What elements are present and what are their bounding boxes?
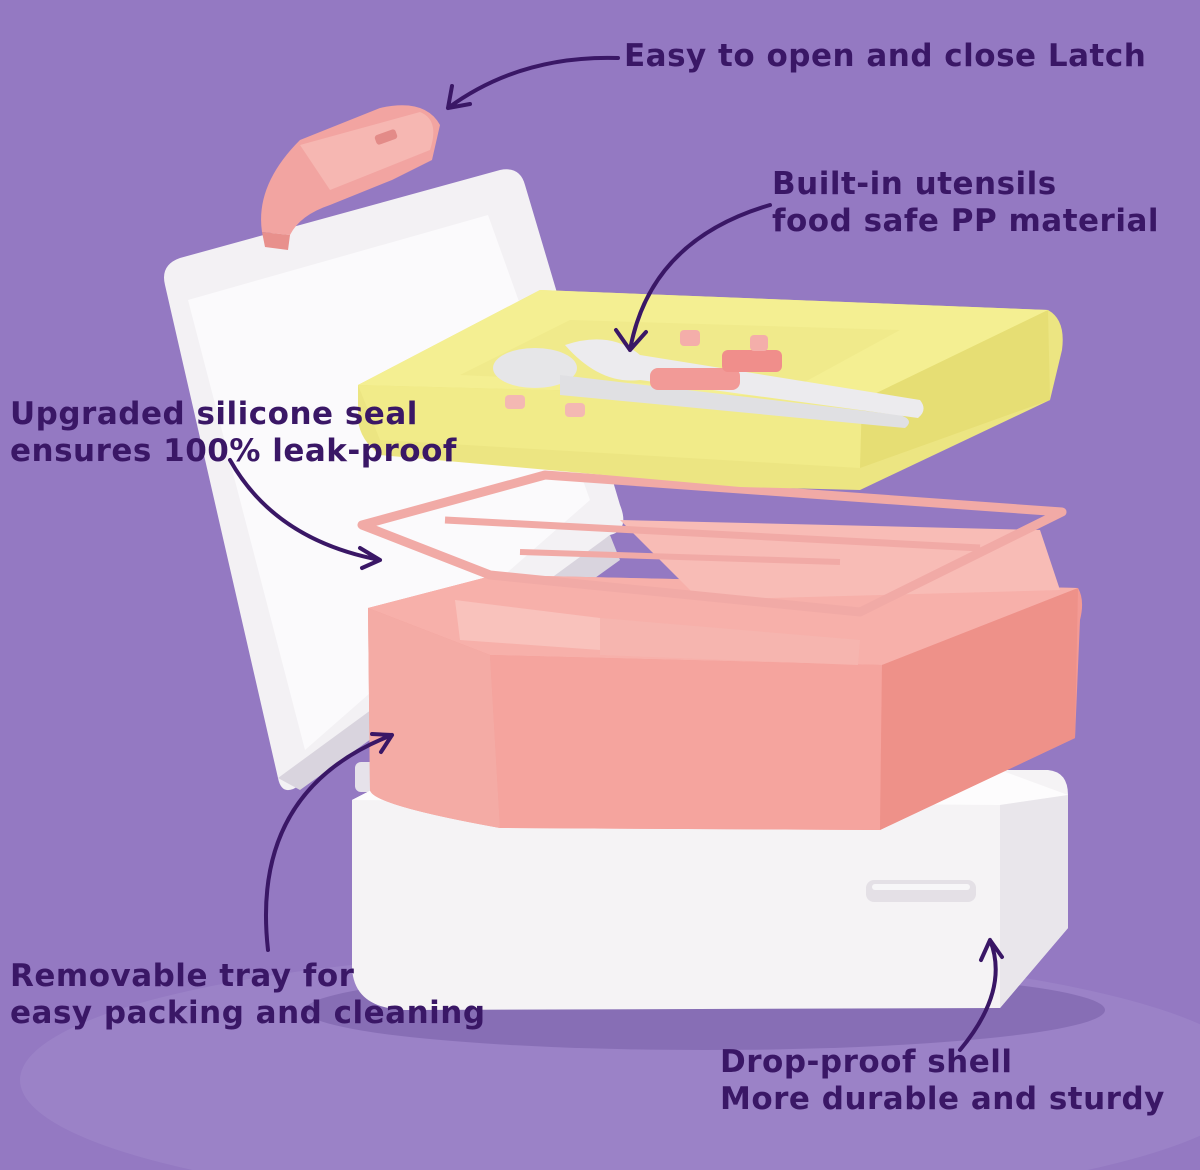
shell-callout: Drop-proof shell More durable and sturdy [720, 1044, 1165, 1118]
tray-callout-line-2: easy packing and cleaning [10, 995, 486, 1031]
curved-arrow-icon [614, 203, 772, 352]
utensils [493, 330, 924, 428]
pink-latch [261, 105, 440, 250]
curved-arrow-icon [228, 458, 382, 570]
utensils-callout-line-2: food safe PP material [772, 203, 1159, 239]
curved-arrow-icon [446, 55, 620, 110]
latch-callout: Easy to open and close Latch [624, 38, 1146, 75]
latch-callout-line-1: Easy to open and close Latch [624, 38, 1147, 74]
white-base-shell [352, 770, 1068, 1010]
utensils-callout: Built-in utensils food safe PP material [772, 166, 1159, 240]
curved-arrow-icon [958, 938, 1004, 1052]
seal-callout-line-1: Upgraded silicone seal [10, 396, 418, 432]
tray-callout: Removable tray for easy packing and clea… [10, 958, 486, 1032]
shell-callout-line-2: More durable and sturdy [720, 1081, 1165, 1117]
tray-callout-line-1: Removable tray for [10, 958, 355, 994]
seal-callout: Upgraded silicone seal ensures 100% leak… [10, 396, 457, 470]
seal-callout-line-2: ensures 100% leak-proof [10, 433, 457, 469]
pink-bento-tray [368, 520, 1083, 830]
pink-silicone-seal [357, 470, 1067, 617]
curved-arrow-icon [263, 732, 394, 952]
utensils-callout-line-1: Built-in utensils [772, 166, 1057, 202]
shell-callout-line-1: Drop-proof shell [720, 1044, 1013, 1080]
